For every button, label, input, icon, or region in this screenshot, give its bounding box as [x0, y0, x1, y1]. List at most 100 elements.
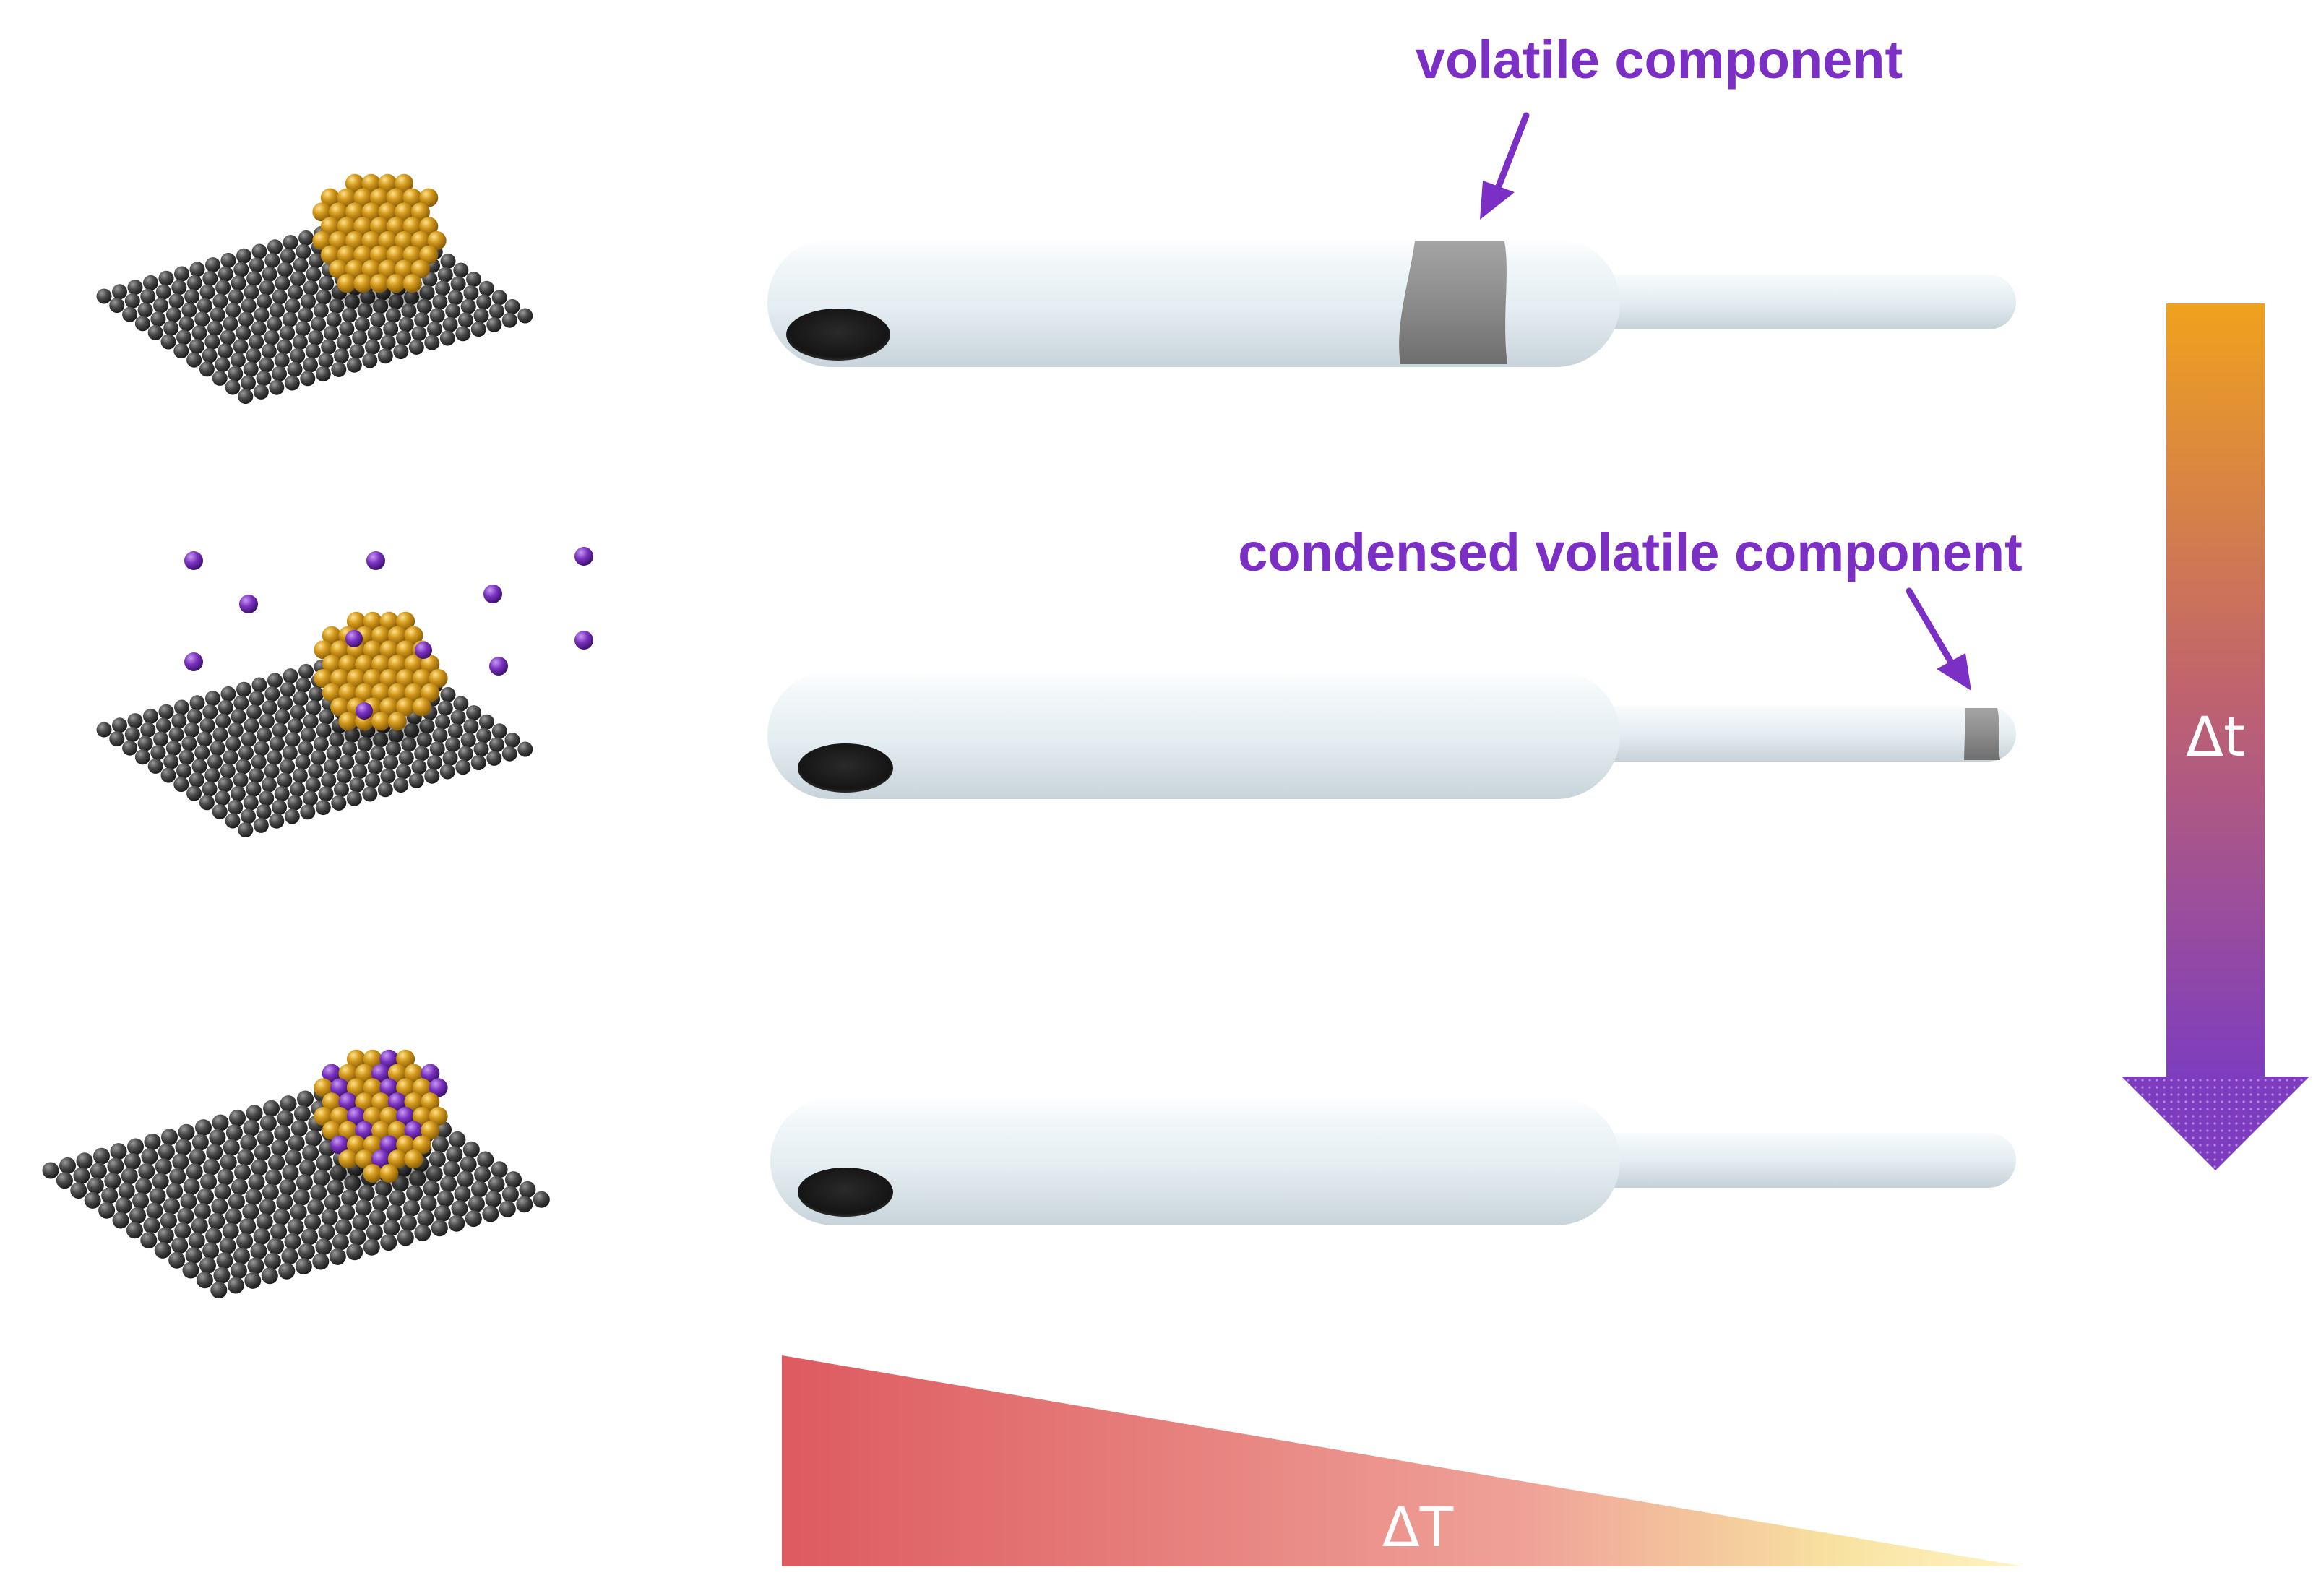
- gold-atom: [314, 1078, 333, 1097]
- substrate-atom: [504, 732, 520, 748]
- substrate-atom: [300, 371, 316, 387]
- substrate-atom: [362, 786, 378, 802]
- substrate-atom: [212, 727, 228, 743]
- substrate-atom: [271, 1139, 288, 1157]
- substrate-atom: [270, 303, 285, 319]
- gold-atom: [355, 1149, 374, 1169]
- vapor-atom: [483, 585, 502, 603]
- vapor-atom: [574, 631, 593, 650]
- purple-atom: [421, 1064, 440, 1083]
- gold-atom: [320, 245, 340, 264]
- substrate-atom: [311, 316, 327, 332]
- substrate-atom: [194, 1202, 211, 1220]
- substrate-atom: [414, 312, 430, 328]
- substrate-atom: [309, 253, 324, 269]
- substrate-atom: [306, 700, 322, 716]
- substrate-atom: [197, 298, 212, 314]
- substrate-atom: [323, 325, 339, 341]
- substrate-atom: [439, 330, 455, 346]
- substrate-atom: [143, 708, 158, 724]
- substrate-atom: [264, 763, 280, 779]
- substrate-atom: [447, 290, 463, 306]
- gold-atom: [330, 669, 350, 688]
- substrate-atom: [205, 691, 220, 707]
- substrate-atom: [210, 741, 225, 756]
- substrate-atom: [309, 686, 324, 702]
- substrate-atom: [234, 1163, 251, 1181]
- substrate-atom: [96, 722, 112, 738]
- substrate-atom: [453, 696, 469, 712]
- substrate-atom: [346, 357, 362, 373]
- substrate-atom: [283, 235, 298, 251]
- substrate-atom: [254, 1144, 271, 1161]
- substrate-atom: [380, 335, 396, 350]
- substrate-atom: [275, 275, 290, 291]
- gold-atom: [361, 231, 381, 250]
- substrate-atom: [460, 732, 476, 748]
- substrate-atom: [332, 1233, 349, 1251]
- substrate-atom: [236, 681, 251, 697]
- substrate-atom: [233, 339, 249, 355]
- substrate-atom: [377, 782, 393, 798]
- substrate-atom: [141, 1148, 158, 1165]
- substrate-atom: [313, 736, 329, 752]
- substrate-atom: [168, 727, 184, 743]
- substrate-atom: [303, 357, 318, 373]
- substrate-atom: [442, 750, 458, 766]
- substrate-atom: [228, 722, 244, 738]
- substrate-atom: [191, 1134, 209, 1151]
- substrate-atom: [313, 303, 329, 319]
- substrate-atom: [267, 673, 283, 689]
- substrate-atom: [183, 1178, 200, 1195]
- gold-atom: [386, 274, 405, 293]
- substrate-atom: [101, 1187, 119, 1204]
- substrate-atom: [202, 1242, 220, 1259]
- substrate-atom: [163, 754, 179, 769]
- substrate-atom: [241, 375, 256, 391]
- substrate-atom: [225, 302, 241, 318]
- substrate-atom: [261, 1267, 278, 1285]
- substrate-atom: [383, 754, 399, 770]
- substrate-atom: [274, 353, 290, 368]
- substrate-atom: [517, 308, 533, 324]
- substrate-atom: [478, 714, 494, 730]
- substrate-atom: [367, 325, 383, 341]
- substrate-atom: [501, 1186, 519, 1203]
- substrate-atom: [275, 709, 290, 725]
- substrate-atom: [295, 321, 311, 337]
- gold-atom: [355, 1064, 374, 1083]
- substrate-atom: [486, 750, 502, 766]
- substrate-atom: [398, 750, 414, 766]
- substrate-atom: [96, 288, 112, 304]
- substrate-atom: [292, 768, 308, 784]
- substrate-atom: [204, 767, 220, 783]
- substrate-atom: [231, 709, 246, 725]
- substrate-atom: [104, 1172, 121, 1189]
- substrate-atom: [354, 316, 370, 332]
- gold-atom: [338, 712, 358, 731]
- substrate-atom: [160, 767, 176, 783]
- gold-atom: [363, 1164, 382, 1183]
- substrate-atom: [251, 321, 267, 337]
- substrate-atom: [225, 1124, 243, 1142]
- substrate-atom: [435, 280, 451, 296]
- substrate-atom: [112, 1212, 129, 1229]
- substrate-atom: [228, 1193, 245, 1210]
- substrate-atom: [318, 353, 334, 368]
- sample-powder-2: [798, 743, 893, 793]
- substrate-atom: [140, 288, 156, 304]
- purple-atom: [371, 1064, 390, 1083]
- substrate-atom: [236, 248, 251, 264]
- substrate-atom: [225, 1208, 242, 1225]
- gold-atom: [421, 1092, 440, 1112]
- gold-atom: [387, 1121, 407, 1140]
- substrate-atom: [293, 257, 309, 273]
- gold-atom: [412, 1107, 431, 1126]
- substrate-atom: [301, 293, 316, 309]
- substrate-atom: [240, 1134, 257, 1152]
- substrate-atom: [293, 1189, 310, 1206]
- substrate-atom: [191, 759, 207, 775]
- substrate-atom: [363, 1238, 380, 1256]
- volatile-pointer-arrow: [1480, 112, 1530, 220]
- substrate-atom: [157, 1227, 174, 1244]
